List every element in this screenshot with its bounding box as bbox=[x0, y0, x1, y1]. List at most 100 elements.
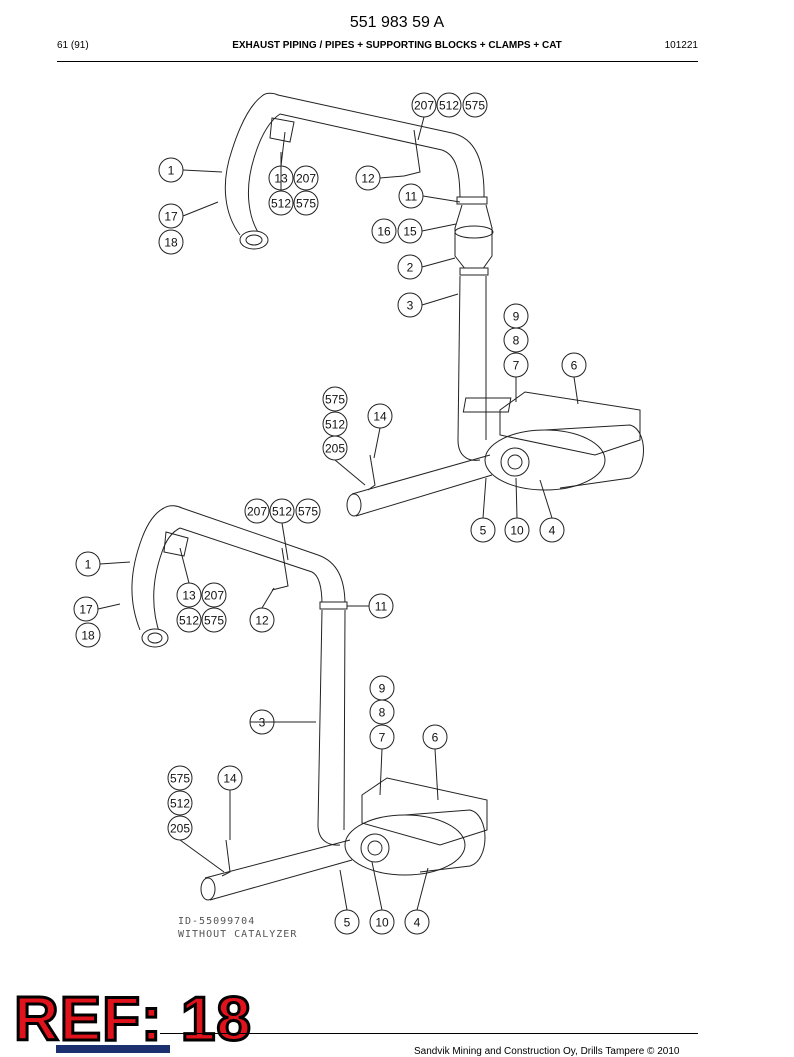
upper-callout-512: 512 bbox=[268, 190, 294, 216]
callout-circle bbox=[201, 582, 227, 608]
header-rule bbox=[57, 61, 698, 62]
callout-circle bbox=[176, 607, 202, 633]
callout-label: 18 bbox=[81, 629, 95, 643]
upper-callout-512: 512 bbox=[322, 411, 348, 437]
upper-callout-16: 16 bbox=[371, 218, 397, 244]
upper-assembly bbox=[224, 92, 644, 517]
callout-label: 5 bbox=[344, 916, 351, 930]
callout-circle bbox=[167, 765, 193, 791]
lower-callout-512: 512 bbox=[167, 790, 193, 816]
callout-label: 17 bbox=[164, 210, 178, 224]
callout-label: 13 bbox=[182, 589, 196, 603]
upper-callout-575: 575 bbox=[322, 386, 348, 412]
leader-line bbox=[417, 116, 425, 141]
callout-circle bbox=[158, 229, 184, 255]
leader-line bbox=[99, 561, 131, 565]
leader-line bbox=[182, 169, 223, 173]
callout-label: 12 bbox=[361, 172, 375, 186]
leader-line bbox=[179, 547, 190, 584]
leader-line bbox=[539, 479, 553, 519]
upper-callout-17: 17 bbox=[158, 203, 184, 229]
lower-callout-12: 12 bbox=[249, 607, 275, 633]
variant-annotation: WITHOUT CATALYZER bbox=[178, 929, 297, 940]
callout-label: 512 bbox=[272, 505, 292, 519]
upper-callout-8: 8 bbox=[503, 327, 529, 353]
leader-line bbox=[421, 223, 457, 232]
callout-label: 575 bbox=[170, 772, 190, 786]
lower-callout-207: 207 bbox=[201, 582, 227, 608]
callout-label: 4 bbox=[549, 524, 556, 538]
leader-line bbox=[482, 477, 487, 519]
leader-line bbox=[421, 293, 459, 306]
callout-label: 512 bbox=[179, 614, 199, 628]
lower-callout-512: 512 bbox=[269, 498, 295, 524]
footer-rule bbox=[160, 1033, 698, 1034]
callout-label: 575 bbox=[298, 505, 318, 519]
leader-line bbox=[339, 869, 348, 911]
callout-label: 1 bbox=[85, 558, 92, 572]
upper-callout-4: 4 bbox=[539, 517, 565, 543]
upper-callout-6: 6 bbox=[561, 352, 587, 378]
callout-circle bbox=[503, 327, 529, 353]
upper-callout-2: 2 bbox=[397, 254, 423, 280]
upper-callout-12: 12 bbox=[355, 165, 381, 191]
lower-callout-205: 205 bbox=[167, 815, 193, 841]
leader-line bbox=[373, 427, 381, 459]
callout-label: 8 bbox=[513, 334, 520, 348]
leader-line bbox=[97, 603, 121, 610]
lower-callout-5: 5 bbox=[334, 909, 360, 935]
revision-code: 101221 bbox=[664, 40, 698, 51]
callout-label: 14 bbox=[223, 772, 237, 786]
callout-circle bbox=[75, 622, 101, 648]
lower-callout-11: 11 bbox=[368, 593, 394, 619]
callout-label: 205 bbox=[325, 442, 345, 456]
lower-callout-1: 1 bbox=[75, 551, 101, 577]
callout-label: 207 bbox=[296, 172, 316, 186]
upper-callout-207: 207 bbox=[293, 165, 319, 191]
upper-callout-14: 14 bbox=[367, 403, 393, 429]
leader-layer bbox=[97, 116, 579, 911]
callout-label: 575 bbox=[325, 393, 345, 407]
lower-callout-6: 6 bbox=[422, 724, 448, 750]
lower-callout-13: 13 bbox=[176, 582, 202, 608]
callout-label: 1 bbox=[168, 164, 175, 178]
callout-label: 16 bbox=[377, 225, 391, 239]
upper-callout-205: 205 bbox=[322, 435, 348, 461]
lower-callout-9: 9 bbox=[369, 675, 395, 701]
upper-callout-207: 207 bbox=[411, 92, 437, 118]
upper-callout-5: 5 bbox=[470, 517, 496, 543]
callout-label: 207 bbox=[414, 99, 434, 113]
upper-callout-512: 512 bbox=[436, 92, 462, 118]
callout-label: 512 bbox=[271, 197, 291, 211]
leader-line bbox=[379, 748, 383, 796]
callout-circle bbox=[369, 699, 395, 725]
lower-callout-575: 575 bbox=[295, 498, 321, 524]
callout-circle bbox=[244, 498, 270, 524]
callout-label: 11 bbox=[405, 190, 418, 204]
callout-label: 4 bbox=[414, 916, 421, 930]
callout-circle bbox=[436, 92, 462, 118]
callout-circle bbox=[371, 218, 397, 244]
callout-label: 10 bbox=[510, 524, 524, 538]
callout-circle bbox=[462, 92, 488, 118]
leader-line bbox=[280, 131, 286, 167]
callout-circle bbox=[322, 386, 348, 412]
leader-line bbox=[334, 459, 366, 486]
lower-callout-512: 512 bbox=[176, 607, 202, 633]
leader-line bbox=[515, 477, 518, 519]
callout-label: 207 bbox=[247, 505, 267, 519]
callout-label: 7 bbox=[379, 731, 386, 745]
callout-circle bbox=[201, 607, 227, 633]
leader-line bbox=[573, 376, 579, 405]
lower-callout-575: 575 bbox=[167, 765, 193, 791]
callout-label: 11 bbox=[375, 600, 388, 614]
callout-label: 9 bbox=[513, 310, 520, 324]
callout-label: 3 bbox=[407, 299, 414, 313]
upper-callout-1: 1 bbox=[158, 157, 184, 183]
leader-line bbox=[379, 175, 405, 179]
callout-label: 8 bbox=[379, 706, 386, 720]
page-title: EXHAUST PIPING / PIPES + SUPPORTING BLOC… bbox=[232, 40, 562, 51]
callout-label: 17 bbox=[79, 603, 93, 617]
leader-line bbox=[422, 195, 461, 203]
